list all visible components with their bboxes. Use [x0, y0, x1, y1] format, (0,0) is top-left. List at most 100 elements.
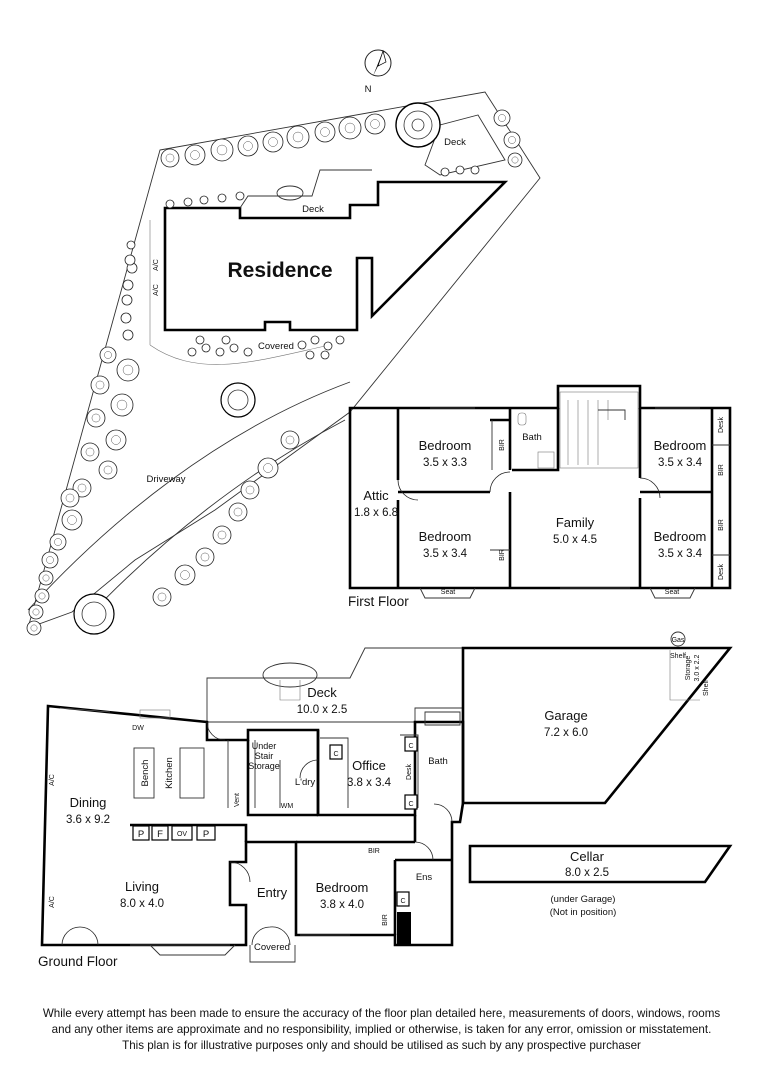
- garage-name: Garage: [544, 708, 587, 723]
- tree-icon: [243, 141, 253, 151]
- bench-label: Bench: [140, 760, 151, 787]
- tree-icon: [338, 116, 362, 140]
- tree-icon: [233, 507, 243, 517]
- tree-icon: [280, 430, 300, 450]
- tree-icon: [335, 335, 345, 345]
- ground-bir-1: BIR: [368, 848, 380, 855]
- north-label: N: [365, 84, 372, 95]
- office-cupboard-2: C: [408, 743, 413, 750]
- tree-icon: [122, 329, 134, 341]
- dining-dims: 3.6 x 9.2: [66, 814, 110, 826]
- window-seat: [649, 587, 696, 599]
- tree-icon: [503, 131, 521, 149]
- bedroom-cupboard: C: [400, 898, 405, 905]
- ground-deck-name: Deck: [307, 685, 337, 700]
- tree-icon: [28, 604, 44, 620]
- first-bedroom-4-dims: 3.5 x 3.4: [658, 548, 703, 560]
- tree-icon: [180, 570, 190, 580]
- tree-icon: [320, 350, 330, 360]
- pantry-label-1: P: [138, 829, 144, 840]
- tree-icon: [65, 493, 75, 503]
- tree-icon: [201, 343, 211, 353]
- tree-icon: [229, 343, 239, 353]
- tree-icon: [184, 144, 206, 166]
- storage-name: Storage: [685, 656, 692, 681]
- family-dims: 5.0 x 4.5: [553, 534, 597, 546]
- tree-icon: [126, 240, 136, 250]
- deck-outline: [239, 169, 372, 209]
- ground-bir-2: BIR: [382, 914, 389, 926]
- tree-icon: [104, 351, 112, 359]
- tree-icon: [54, 538, 62, 546]
- tree-icon: [195, 547, 215, 567]
- kitchen-label: Kitchen: [164, 757, 175, 789]
- first-bir-4: BIR: [718, 519, 725, 531]
- tree-icon: [61, 509, 83, 531]
- window-seat: [419, 587, 476, 599]
- first-floor-plan: Seat Seat Bedroom 3.5 x 3.3 Bedroom 3.5 …: [348, 384, 732, 609]
- ground-floor-outline: [40, 704, 465, 947]
- tree-icon: [124, 254, 136, 266]
- tree-icon: [323, 341, 333, 351]
- disclaimer: While every attempt has been made to ens…: [20, 1006, 743, 1054]
- wm-label: WM: [281, 803, 294, 810]
- tree-icon: [511, 156, 519, 164]
- tree-icon: [32, 608, 40, 616]
- tree-icon: [91, 413, 101, 423]
- cellar-dims: 8.0 x 2.5: [565, 867, 609, 879]
- tree-icon: [116, 358, 140, 382]
- ground-bedroom-name: Bedroom: [316, 880, 369, 895]
- ground-ac-2: A/C: [49, 896, 56, 908]
- tree-icon: [215, 347, 225, 357]
- first-bir-3: BIR: [718, 464, 725, 476]
- tree-icon: [160, 148, 180, 168]
- tree-icon: [440, 167, 450, 177]
- tree-icon: [187, 347, 197, 357]
- covered-ground-label: Covered: [254, 942, 290, 953]
- tree-icon: [221, 335, 231, 345]
- path-line: [149, 344, 331, 365]
- tree-icon: [228, 502, 248, 522]
- ground-deck-dims: 10.0 x 2.5: [297, 704, 348, 716]
- first-bedroom-2-dims: 3.5 x 3.4: [423, 548, 468, 560]
- tree-icon: [243, 347, 253, 357]
- office-cupboard-3: C: [408, 801, 413, 808]
- sink-icon: [139, 709, 171, 719]
- tree-icon: [212, 525, 232, 545]
- tree-icon: [508, 136, 516, 144]
- covered-porch: [249, 945, 296, 963]
- tree-icon: [195, 335, 205, 345]
- office-cupboard-1: C: [333, 751, 338, 758]
- living-dims: 8.0 x 4.0: [120, 898, 164, 910]
- pantry-label-2: P: [203, 829, 209, 840]
- disclaimer-line-1: While every attempt has been made to ens…: [42, 1007, 721, 1020]
- tree-icon: [90, 375, 110, 395]
- tree-icon: [217, 193, 227, 203]
- large-tree-icon: [73, 593, 115, 635]
- tree-icon: [217, 530, 227, 540]
- tree-icon: [120, 312, 132, 324]
- tree-icon: [286, 125, 310, 149]
- office-desk: Desk: [406, 764, 413, 780]
- first-floor-title: First Floor: [348, 594, 409, 609]
- tree-icon: [26, 620, 42, 636]
- living-name: Living: [125, 879, 159, 894]
- tree-icon: [263, 463, 273, 473]
- site-fountain: [276, 185, 304, 201]
- tree-icon: [235, 191, 245, 201]
- driveway-label: Driveway: [146, 474, 185, 485]
- under-stair-1: Under: [252, 741, 277, 751]
- tree-icon: [116, 399, 128, 411]
- bench-island: [133, 747, 155, 799]
- tree-icon: [122, 364, 134, 376]
- deck-label-top: Deck: [444, 137, 466, 148]
- tree-icon: [257, 457, 279, 479]
- cellar-note-1: (under Garage): [551, 894, 616, 905]
- vent-label: Vent: [234, 793, 241, 807]
- cellar-name: Cellar: [570, 849, 605, 864]
- first-bir-2: BIR: [499, 549, 506, 561]
- dw-label: DW: [132, 725, 144, 732]
- garage-dims: 7.2 x 6.0: [544, 727, 588, 739]
- tree-icon: [105, 429, 127, 451]
